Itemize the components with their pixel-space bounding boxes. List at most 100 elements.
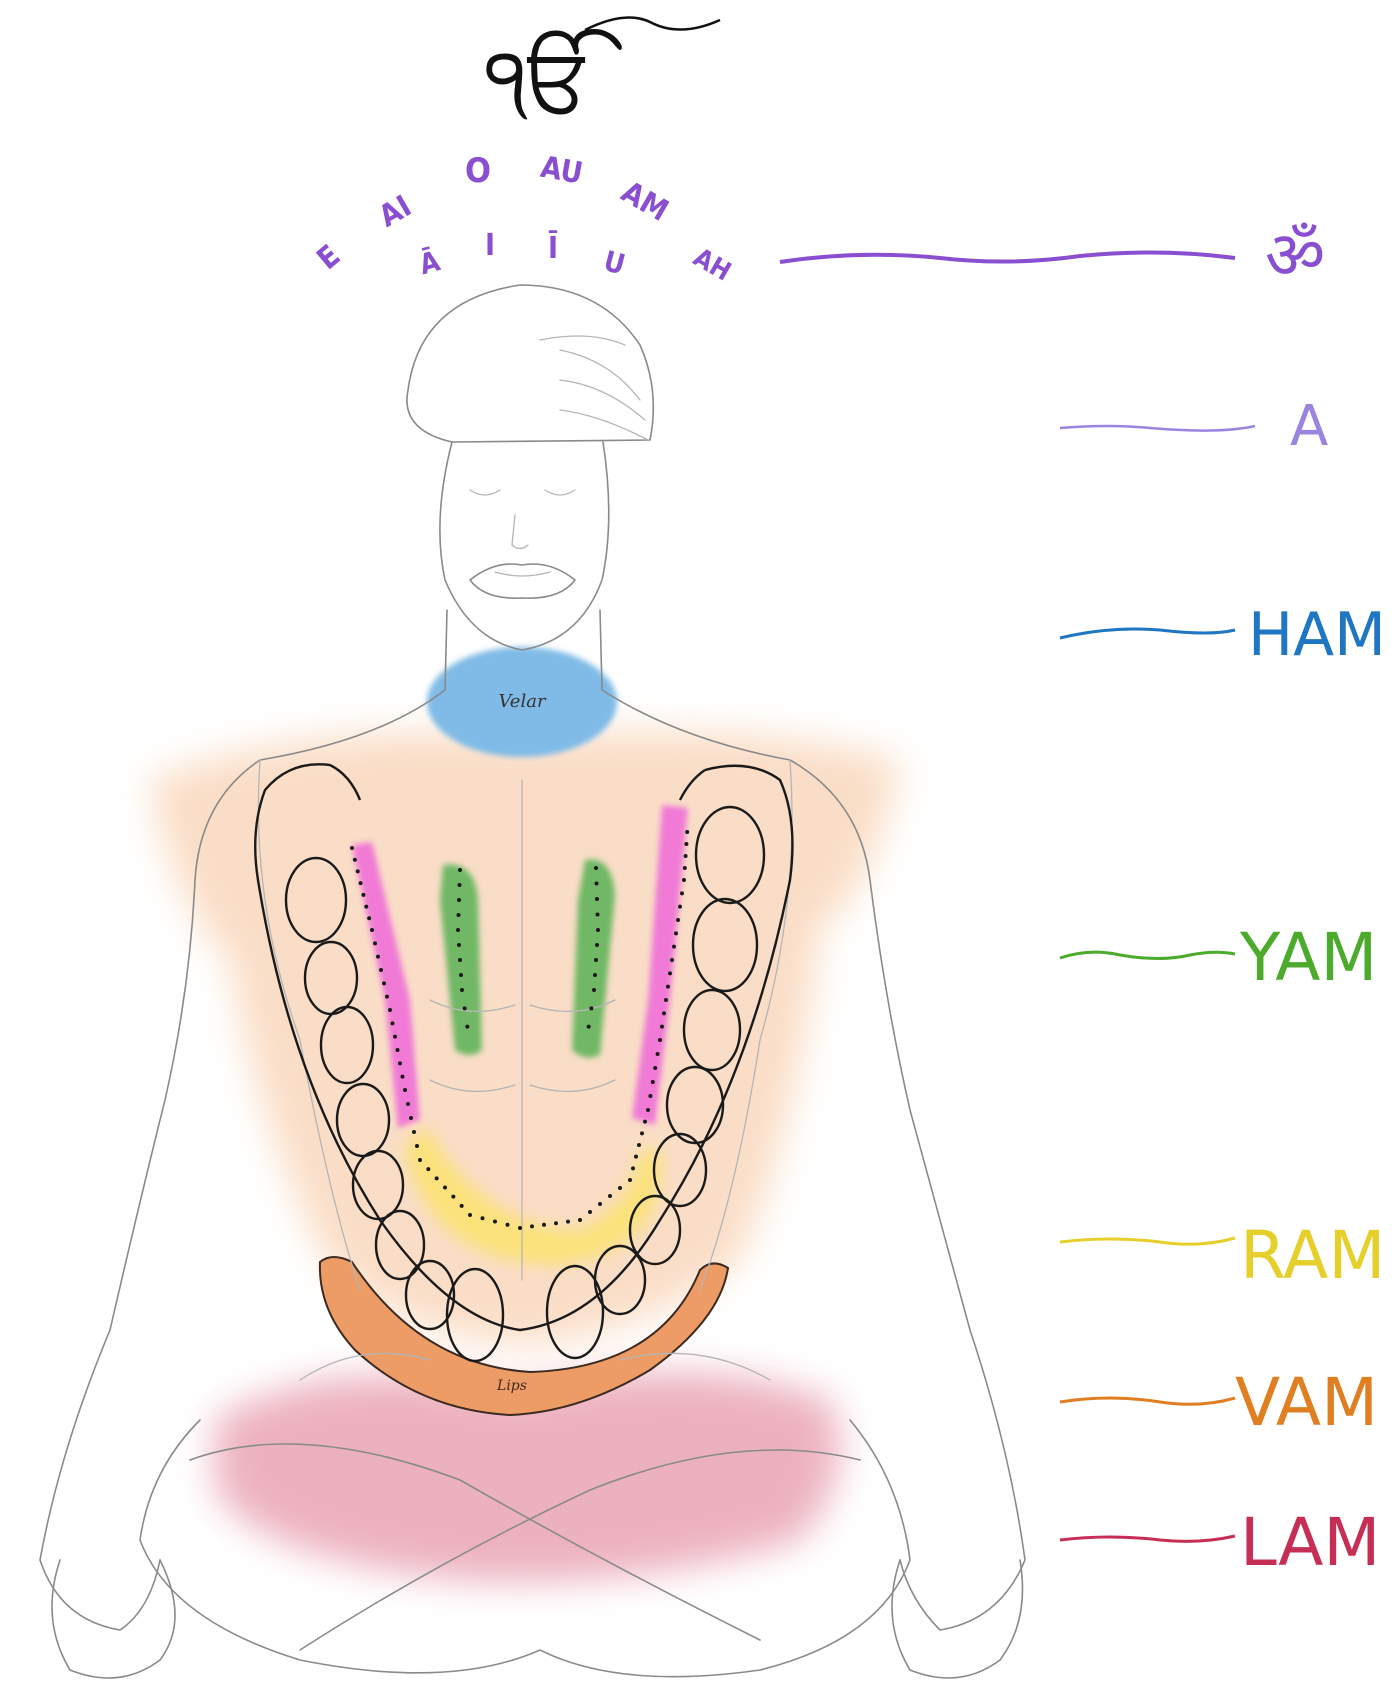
palate-dot (634, 1155, 638, 1159)
palate-dot (458, 868, 462, 872)
palate-dot (463, 1006, 467, 1010)
palate-dot (670, 958, 674, 962)
vowel-ah: AH (688, 243, 736, 288)
palate-dot (356, 869, 360, 873)
palate-dot (465, 1025, 469, 1029)
guide-line-om (780, 252, 1235, 262)
palate-dot (393, 1035, 397, 1039)
palate-dot (651, 1080, 655, 1084)
chakra-label-yam: YAM (1239, 919, 1377, 996)
vowel-ii: Ī (548, 230, 558, 266)
palate-dot (587, 1025, 591, 1029)
palate-dot (376, 955, 380, 959)
palate-dot (678, 905, 682, 909)
palate-dot (456, 928, 460, 932)
palate-dot (457, 943, 461, 947)
palate-dot (608, 1194, 612, 1198)
vowel-o: O (465, 151, 491, 191)
guide-line-vam (1060, 1398, 1235, 1404)
palate-dot (418, 1158, 422, 1162)
palate-dot (658, 1038, 662, 1042)
palate-dot (506, 1223, 510, 1227)
palate-dot (398, 1061, 402, 1065)
guide-line-yam (1060, 952, 1235, 958)
palate-dot (415, 1144, 419, 1148)
chakra-label-om: ॐ (1265, 217, 1325, 294)
palate-dot (672, 945, 676, 949)
palate-dot (680, 891, 684, 895)
palate-dot (435, 1176, 439, 1180)
guide-line-a (1060, 426, 1255, 431)
region-label-velar: Velar (498, 691, 546, 712)
palate-dot (457, 913, 461, 917)
vowel-arc: O AU AM AI E Ā I Ī U AH (311, 150, 736, 288)
palate-dot (459, 973, 463, 977)
palate-dot (481, 1216, 485, 1220)
palate-dot (682, 878, 686, 882)
palate-dot (631, 1166, 635, 1170)
palate-dot (364, 905, 368, 909)
palate-dot (595, 882, 599, 886)
region-label-lips: Lips (496, 1378, 527, 1394)
palate-dot (594, 958, 598, 962)
chakra-row-om: ॐ (780, 217, 1325, 294)
palate-dot (593, 973, 597, 977)
palate-dot (458, 958, 462, 962)
chakra-label-ham: HAM (1248, 600, 1386, 670)
ik-onkar-flourish (585, 18, 720, 31)
guide-line-ram (1060, 1238, 1235, 1244)
palate-dot (460, 1204, 464, 1208)
palate-dot (353, 858, 357, 862)
chakra-row-ram: RAM (1060, 1217, 1385, 1294)
palate-dot (595, 897, 599, 901)
palate-dot (401, 1075, 405, 1079)
vowel-aa: Ā (416, 244, 444, 281)
palate-dot (662, 1011, 666, 1015)
palate-dot (542, 1223, 546, 1227)
palate-dot (451, 1195, 455, 1199)
palate-dot (685, 830, 689, 834)
palate-dot (668, 971, 672, 975)
palate-dot (460, 988, 464, 992)
palate-dot (426, 1167, 430, 1171)
palate-dot (379, 968, 383, 972)
palate-dot (412, 1130, 416, 1134)
palate-dot (409, 1116, 413, 1120)
palate-dot (676, 918, 680, 922)
palate-dot (666, 985, 670, 989)
chakra-label-ram: RAM (1240, 1217, 1385, 1294)
chakra-labels: ॐ A HAM YAM RAM VAM LAM (780, 217, 1386, 1581)
palate-dot (403, 1088, 407, 1092)
palate-dot (385, 995, 389, 999)
palate-dot (468, 1213, 472, 1217)
chakra-label-a: A (1290, 394, 1328, 459)
palate-dot (361, 893, 365, 897)
palate-dot (596, 913, 600, 917)
palate-dot (592, 988, 596, 992)
chakra-label-vam: VAM (1235, 1364, 1378, 1441)
header-symbols: ੴ O AU AM AI E Ā I Ī U AH (311, 18, 736, 288)
palate-dot (367, 916, 371, 920)
palate-dot (683, 866, 687, 870)
chakra-row-ham: HAM (1060, 600, 1386, 670)
palate-dot (382, 981, 386, 985)
palate-dot (653, 1066, 657, 1070)
palate-dot (578, 1218, 582, 1222)
palate-dot (493, 1220, 497, 1224)
palate-dot (406, 1102, 410, 1106)
palate-dot (596, 928, 600, 932)
palate-dot (594, 866, 598, 870)
palate-dot (598, 1202, 602, 1206)
palate-dot (684, 854, 688, 858)
color-washes (150, 647, 900, 1582)
palate-dot (643, 1120, 647, 1124)
palate-dot (664, 998, 668, 1002)
palate-dot (457, 898, 461, 902)
ik-onkar-symbol: ੴ (485, 27, 622, 132)
palate-dot (350, 846, 354, 850)
palate-dot (518, 1226, 522, 1230)
palate-dot (588, 1210, 592, 1214)
palate-dot (388, 1008, 392, 1012)
palate-dot (595, 943, 599, 947)
